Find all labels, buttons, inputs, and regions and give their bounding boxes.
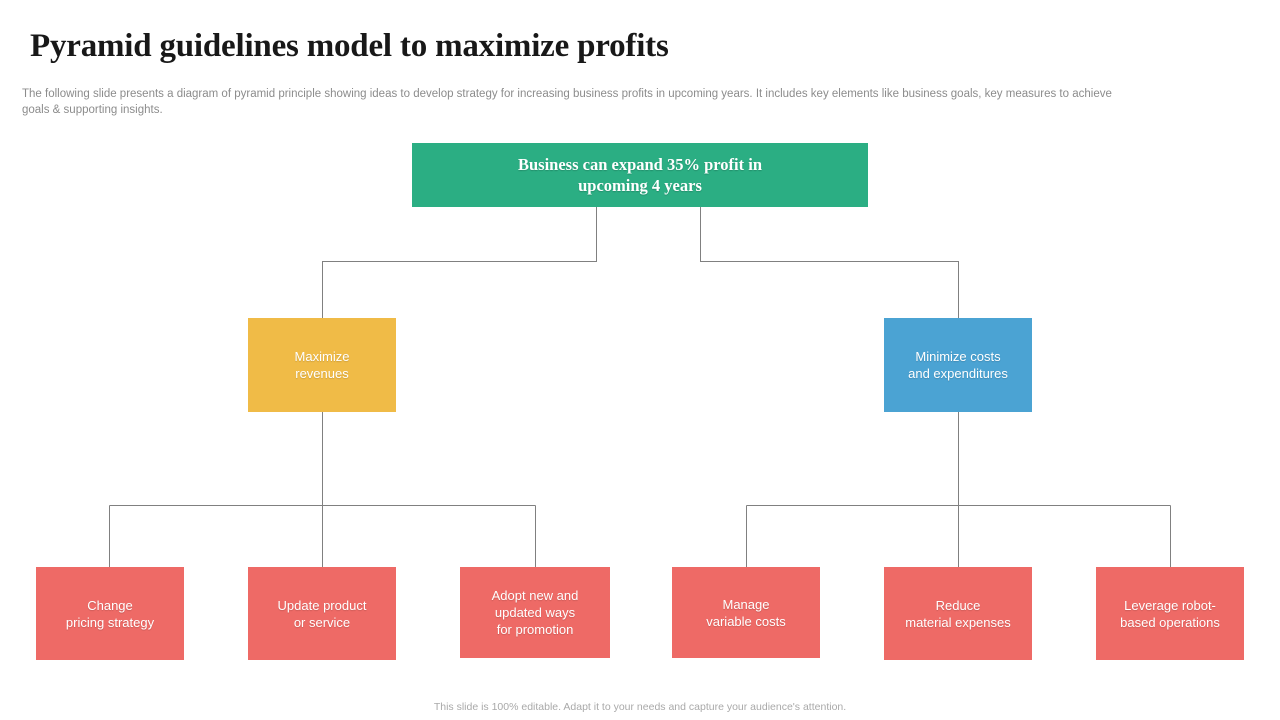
node-branch-right-label: Minimize costs and expenditures [908,349,1008,381]
node-branch-minimize-costs[interactable]: Minimize costs and expenditures [884,318,1032,412]
node-leaf-change-pricing-strategy[interactable]: Change pricing strategy [36,567,184,660]
node-leaf-adopt-new-promotion-ways[interactable]: Adopt new and updated ways for promotion [460,567,610,658]
node-leaf-manage-variable-costs[interactable]: Manage variable costs [672,567,820,658]
connector-root-to-right [699,207,960,318]
node-leaf-label: Change pricing strategy [65,597,155,630]
node-leaf-label: Leverage robot- based operations [1120,597,1220,630]
footer-note: This slide is 100% editable. Adapt it to… [433,701,847,713]
page-title: Pyramid guidelines model to maximize pro… [30,28,669,64]
connector-root-to-left [321,207,598,318]
node-leaf-label: Adopt new and updated ways for promotion [491,588,579,637]
node-branch-maximize-revenues[interactable]: Maximize revenues [248,318,396,412]
node-leaf-label: Update product or service [277,597,367,630]
node-leaf-leverage-robot-based-operations[interactable]: Leverage robot- based operations [1096,567,1244,660]
node-branch-left-label: Maximize revenues [294,349,350,381]
node-root-label: Business can expand 35% profit in upcomi… [517,155,763,195]
node-root-business-goal[interactable]: Business can expand 35% profit in upcomi… [412,143,868,207]
node-leaf-label: Reduce material expenses [905,597,1011,630]
node-leaf-label: Manage variable costs [706,596,786,629]
slide-description: The following slide presents a diagram o… [22,88,1112,116]
node-leaf-reduce-material-expenses[interactable]: Reduce material expenses [884,567,1032,660]
node-leaf-update-product-or-service[interactable]: Update product or service [248,567,396,660]
